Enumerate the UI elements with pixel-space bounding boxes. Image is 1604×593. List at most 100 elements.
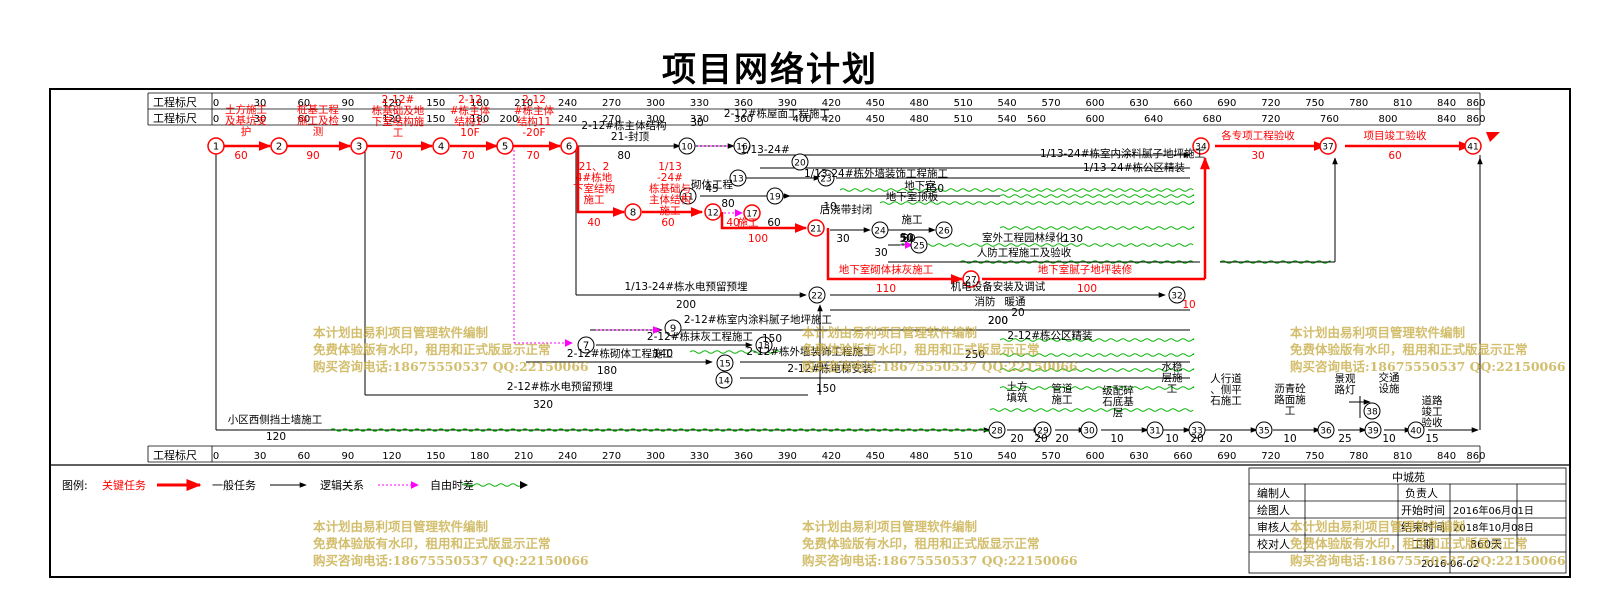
legend-logic: 逻辑关系 — [320, 478, 364, 492]
scale-tick: 90 — [341, 451, 354, 462]
node-1 — [207, 137, 225, 155]
float-line — [959, 260, 1194, 264]
scale-tick: 240 — [558, 98, 577, 109]
task-duration: 80 — [721, 198, 734, 210]
node-label: 3 — [356, 142, 362, 153]
task-duration: 10 — [1382, 433, 1395, 445]
scale-tick: 630 — [1129, 451, 1148, 462]
scale-tick: 0 — [213, 451, 219, 462]
node-label: 6 — [566, 142, 572, 153]
node-19 — [766, 187, 784, 205]
scale-tick: 360 — [734, 98, 753, 109]
node-37 — [1319, 137, 1337, 155]
task-duration: 15 — [1425, 433, 1438, 445]
node-38 — [1363, 402, 1381, 420]
task-name: 地下室 — [904, 179, 936, 192]
task-name: 结构1- — [454, 115, 486, 128]
task-duration: 10 — [1182, 299, 1195, 311]
task-duration: 70 — [389, 150, 402, 162]
task-duration: 150 — [762, 333, 782, 345]
task-name: 1/13-24#栋水电预留预埋 — [624, 280, 748, 293]
watermark-line: 本计划由易利项目管理软件编制 — [802, 325, 978, 340]
float-line — [999, 194, 1195, 198]
watermark-line: 本计划由易利项目管理软件编制 — [1290, 325, 1466, 340]
task-name: 施工 — [738, 216, 759, 229]
watermark-line: 免费体验版有水印，租用和正式版显示正常 — [802, 342, 1040, 357]
task-duration: 25 — [1338, 433, 1351, 445]
task-name: 主体结构 — [649, 193, 691, 206]
task-duration: 45 — [705, 183, 718, 195]
task-name: 、侧平 — [1210, 383, 1242, 396]
node-label: 40 — [1410, 427, 1422, 437]
scale-tick: 840 — [1437, 451, 1456, 462]
watermark-line: 免费体验版有水印，租用和正式版显示正常 — [1290, 536, 1528, 551]
watermark-line: 购买咨询电话:18675550537 QQ:22150066 — [1290, 359, 1566, 374]
task-name: #栋主体 — [514, 104, 555, 117]
critical-labels: 土方施工及基坑支护桩基工程施工及检测2-12#栋基础及地下室结构施工2-12#栋… — [225, 94, 1427, 311]
watermark-line: 购买咨询电话:18675550537 QQ:22150066 — [802, 553, 1078, 568]
scale-tick: 90 — [341, 114, 354, 125]
task-duration: 200 — [988, 315, 1008, 327]
watermark-line: 购买咨询电话:18675550537 QQ:22150066 — [313, 553, 589, 568]
scale-tick: 210 — [514, 98, 533, 109]
node-label: 23 — [820, 175, 831, 185]
task-name: 土方施工 — [225, 103, 267, 116]
task-name: 层施 — [1162, 371, 1184, 384]
task-name: 2-12# — [382, 94, 415, 106]
task-duration: 60 — [1388, 150, 1401, 162]
task-name: 地下室砌体抹灰施工 — [839, 263, 934, 276]
task-name: 测 — [313, 125, 324, 138]
task-duration: 110 — [876, 283, 896, 295]
scale-tick: 240 — [558, 451, 577, 462]
watermark-line: 免费体验版有水印，租用和正式版显示正常 — [313, 342, 551, 357]
task-name: 石底基 — [1102, 395, 1134, 408]
scale-tick: 360 — [734, 114, 753, 125]
task-name: 人防工程施工及验收 — [977, 246, 1072, 259]
info-key: 审核人 — [1257, 520, 1290, 534]
scale-tick: 720 — [1261, 451, 1280, 462]
scale-tick: 840 — [1437, 114, 1456, 125]
watermark-line: 本计划由易利项目管理软件编制 — [802, 519, 978, 534]
float-line — [999, 386, 1195, 390]
node-label: 36 — [1320, 427, 1332, 437]
info-value: 2016年06月01日 — [1453, 504, 1534, 517]
task-duration: 120 — [266, 431, 286, 443]
float-line — [999, 226, 1195, 230]
node-label: 29 — [1037, 427, 1049, 437]
float-lines — [329, 188, 1331, 432]
node-label: 34 — [1195, 143, 1207, 153]
scale-tick: 660 — [1173, 98, 1192, 109]
legend-normal: 一般任务 — [212, 479, 256, 492]
float-line — [999, 353, 1195, 357]
info-key: 负责人 — [1405, 486, 1438, 500]
task-name: 2-12#栋屋面工程施工 — [724, 107, 830, 120]
node-39 — [1364, 421, 1382, 439]
outer-frame — [49, 88, 1571, 578]
node-32 — [1168, 286, 1186, 304]
scale-tick: 420 — [822, 451, 841, 462]
scale-tick: 330 — [690, 114, 709, 125]
scale-tick: 630 — [1129, 98, 1148, 109]
task-name: 室外工程园林绿化 — [982, 231, 1066, 244]
task-name: 后浇带封闭 — [820, 203, 873, 216]
node-label: 21 — [810, 225, 821, 235]
scale-tick: 210 — [514, 451, 533, 462]
scale-tick: 570 — [1042, 98, 1061, 109]
node-30 — [1080, 421, 1098, 439]
scale-tick: 330 — [690, 451, 709, 462]
task-name: 及基坑支 — [225, 114, 267, 127]
task-duration: 80 — [902, 233, 915, 245]
task-name: 2-12#栋室内涂料腻子地坪施工 — [684, 313, 832, 326]
task-name: 工 — [1285, 405, 1296, 417]
task-duration: 100 — [1077, 283, 1097, 295]
scale-tick: 600 — [1085, 114, 1104, 125]
scale-tick: 200 — [499, 114, 518, 125]
task-name: 施工 — [584, 193, 605, 206]
node-11 — [679, 187, 697, 205]
scale-label-3: 工程标尺 — [153, 448, 197, 462]
node-label: 12 — [707, 209, 718, 219]
node-4 — [432, 137, 450, 155]
node-15 — [716, 354, 734, 372]
scale-tick: 60 — [298, 114, 311, 125]
